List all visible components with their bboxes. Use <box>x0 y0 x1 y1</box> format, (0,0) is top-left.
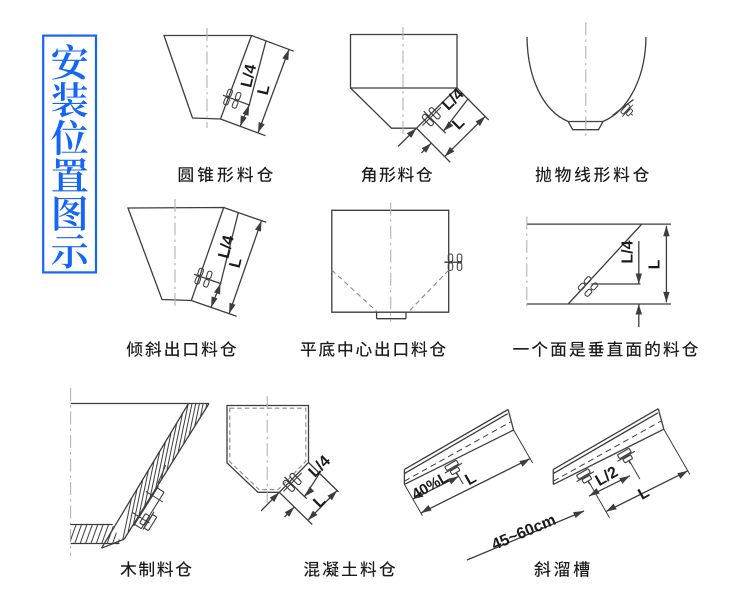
svg-text:L/4: L/4 <box>620 240 637 263</box>
svg-text:L: L <box>647 259 664 269</box>
svg-text:L/4: L/4 <box>216 234 238 261</box>
svg-text:L: L <box>227 256 246 270</box>
svg-text:L/4: L/4 <box>238 63 260 89</box>
svg-text:L: L <box>255 83 274 97</box>
